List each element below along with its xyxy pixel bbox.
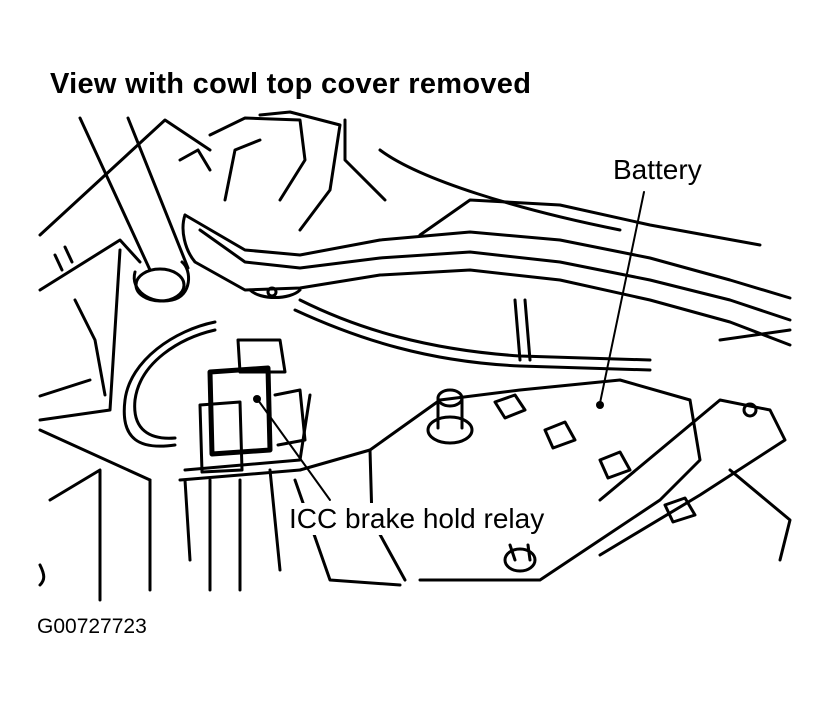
cowl-cross-member: [181, 148, 792, 347]
wire-harness: [122, 298, 652, 448]
hood-strut: [78, 116, 191, 303]
relay-leader-line: [257, 399, 331, 501]
battery-pointer-dot: [596, 401, 604, 409]
battery-label: Battery: [613, 154, 702, 185]
battery-leader-line: [599, 191, 645, 404]
top-bracket: [208, 110, 387, 232]
battery-body: [293, 378, 702, 587]
battery-clamp: [598, 328, 792, 562]
edge-mark: [38, 563, 46, 587]
left-body-panel: [38, 118, 212, 602]
relay-pointer-dot: [253, 395, 261, 403]
relay-label: ICC brake hold relay: [287, 503, 547, 535]
diagram-title: View with cowl top cover removed: [50, 68, 532, 100]
figure-code: G00727723: [37, 615, 147, 638]
relay-block: [148, 338, 312, 592]
